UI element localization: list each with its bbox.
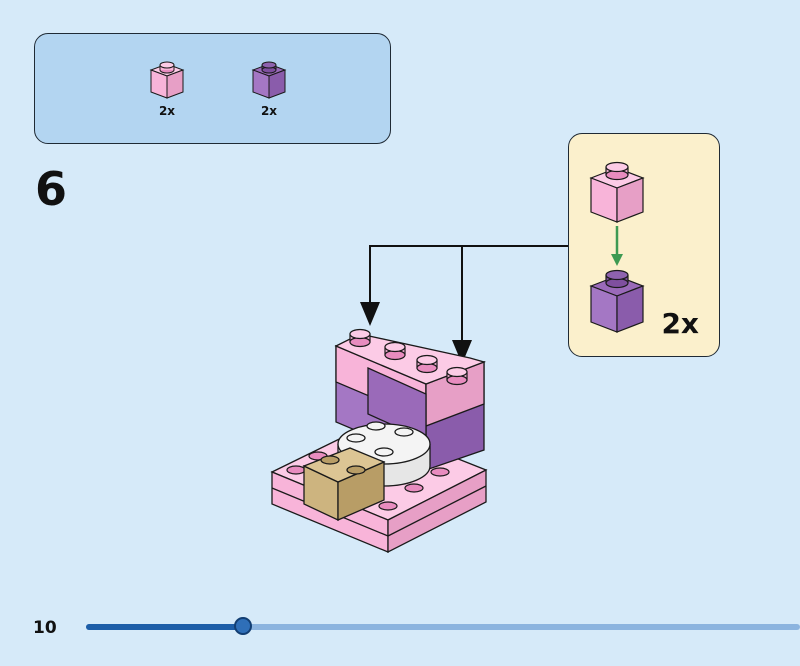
- callout-quantity: 2x: [661, 307, 699, 340]
- callout-illustration: [589, 161, 645, 333]
- green-down-arrow-icon: [611, 226, 623, 266]
- pink-1x1-brick-icon: [149, 61, 185, 99]
- pink-brick-icon: [589, 161, 645, 223]
- arrow-head-left-icon: [360, 302, 380, 326]
- part-qty: 2x: [158, 104, 176, 118]
- placement-arrows: [369, 245, 568, 348]
- wall-studs: [349, 328, 468, 386]
- purple-1x1-brick-icon: [251, 61, 287, 99]
- progress-slider[interactable]: [86, 617, 800, 635]
- arrow-head-right-icon: [452, 340, 472, 364]
- part-pink-brick: 2x: [137, 56, 197, 118]
- step-number: 6: [35, 162, 68, 216]
- progress-fill: [86, 624, 244, 630]
- progress-knob[interactable]: [234, 617, 253, 635]
- tan-brick: [302, 447, 386, 522]
- parts-list-box: 2x 2x: [34, 33, 391, 144]
- page-number: 10: [33, 618, 57, 638]
- subassembly-callout: 2x: [568, 133, 720, 357]
- purple-brick-icon: [589, 269, 645, 333]
- part-qty: 2x: [260, 104, 278, 118]
- part-purple-brick: 2x: [239, 56, 299, 118]
- build-scene: [270, 245, 568, 554]
